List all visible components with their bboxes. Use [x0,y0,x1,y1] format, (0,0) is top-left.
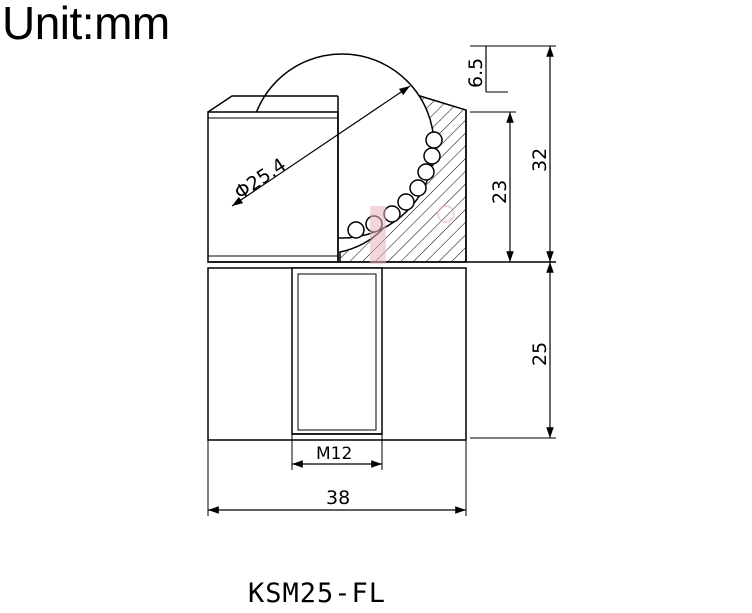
support-ball [423,147,441,165]
ball-diameter-line [231,85,411,207]
support-ball [409,179,427,197]
thread-text: M12 [316,444,352,464]
stud-length-text: 25 [529,342,551,366]
support-ball [425,131,443,149]
ball-protrusion-text: 6.5 [465,58,487,88]
watermark [370,205,455,264]
support-ball [397,193,415,211]
support-ball [383,205,401,223]
unit-label: Unit:mm [2,0,170,49]
overall-height-text: 32 [529,148,551,172]
housing-left-block [207,111,339,263]
body-width-text: 38 [326,487,350,509]
threaded-stud [291,267,383,435]
body-height-text: 23 [489,180,511,204]
support-ball [417,163,435,181]
model-label: KSM25-FL [248,578,387,609]
support-ball [347,221,365,239]
